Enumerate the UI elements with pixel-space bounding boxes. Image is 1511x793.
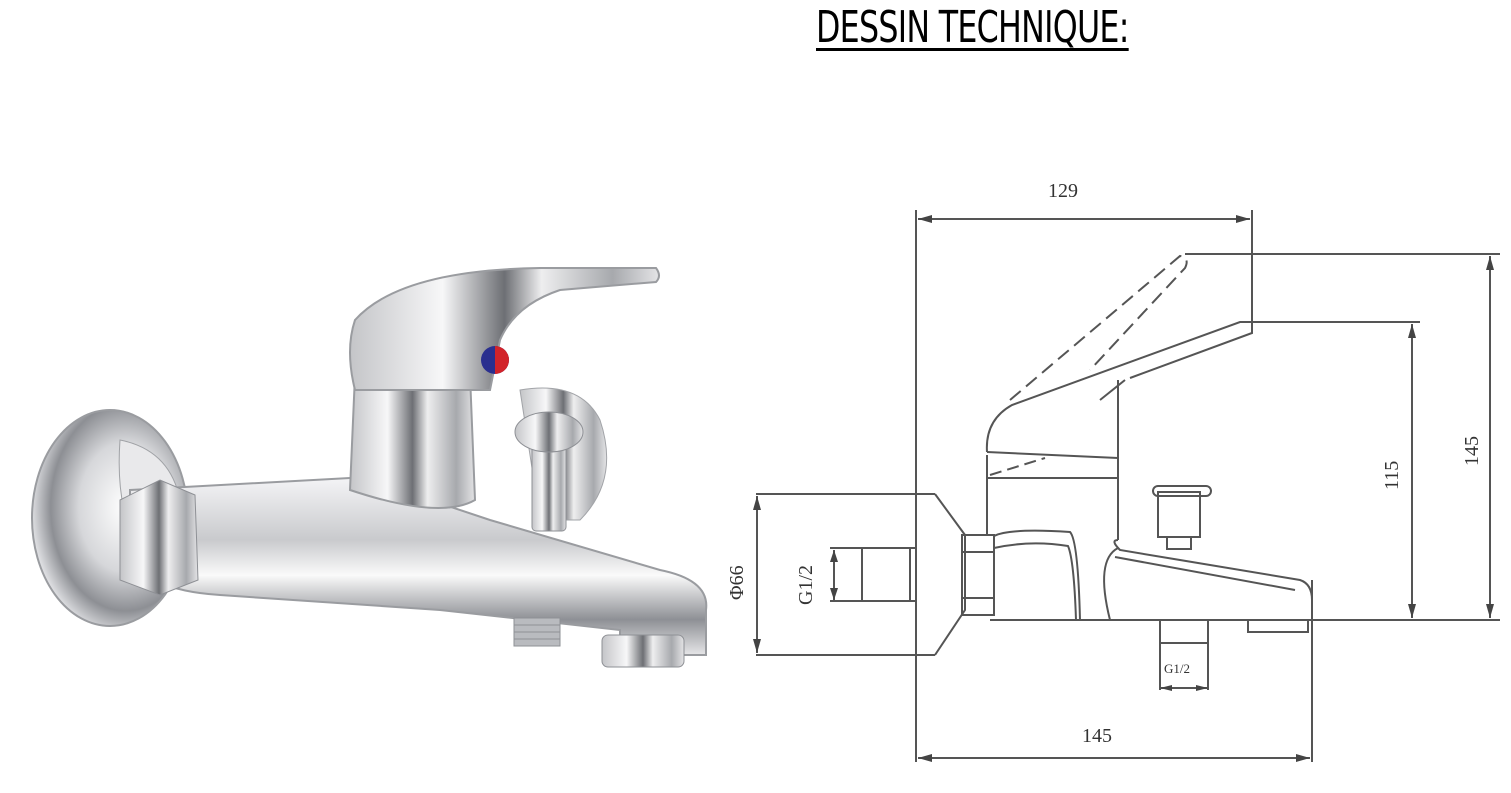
dim-height-total: 145 [1461,436,1483,466]
technical-drawing: 129 145 115 145 Φ66 G1/2 G1/2 [726,180,1500,762]
faucet-photo [31,267,708,668]
dim-outlet-thread: G1/2 [1164,661,1190,676]
diverter-knob[interactable] [514,411,584,532]
dim-top-width: 129 [1048,180,1078,202]
dim-bottom-width: 145 [1082,725,1112,747]
hot-cold-indicator [481,346,509,374]
dim-flange-diameter: Φ66 [726,565,748,600]
dim-height-lever: 115 [1381,461,1403,490]
page-title: DESSIN TECHNIQUE: [816,2,1129,53]
dim-inlet-thread: G1/2 [795,565,817,605]
shower-outlet-thread [513,617,561,647]
